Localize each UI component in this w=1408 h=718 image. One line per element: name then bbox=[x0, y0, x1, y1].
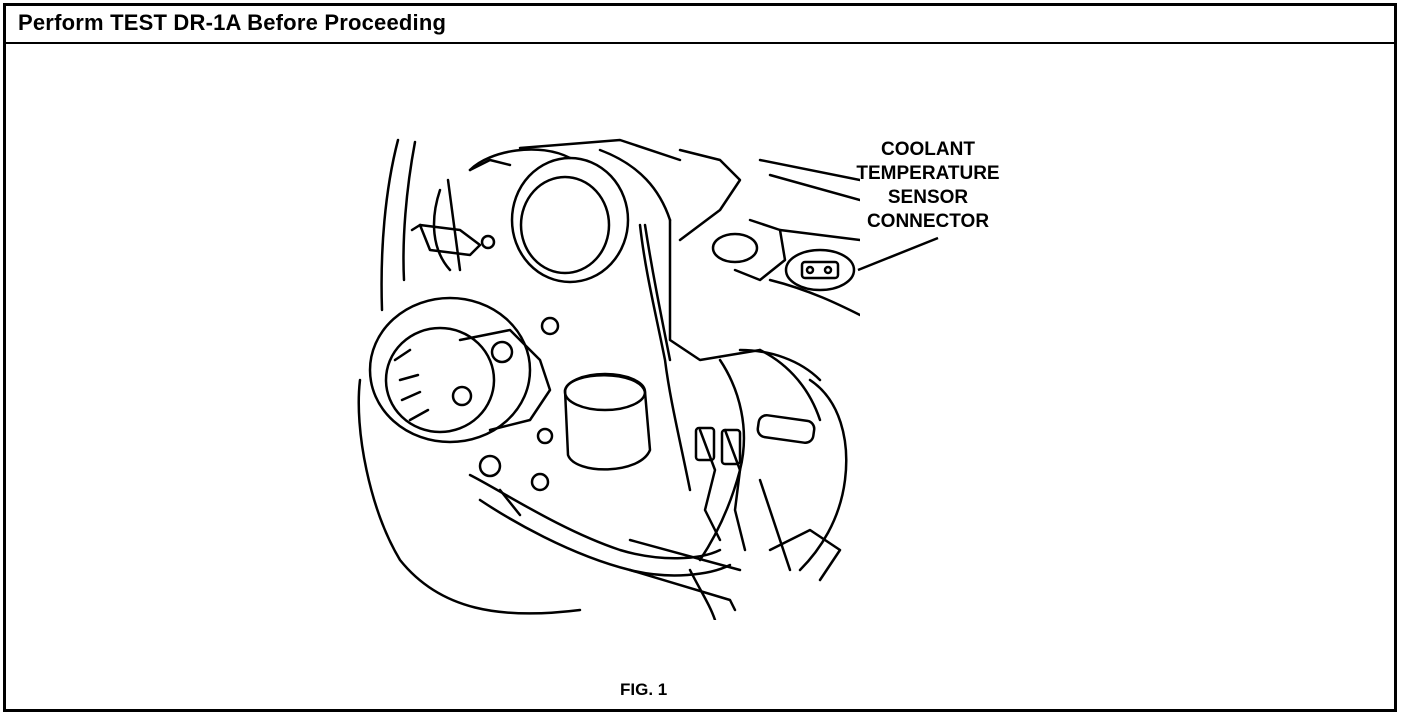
document-frame: Perform TEST DR-1A Before Proceeding bbox=[3, 3, 1397, 712]
page-title: Perform TEST DR-1A Before Proceeding bbox=[18, 10, 447, 35]
callout-line: CONNECTOR bbox=[866, 211, 990, 232]
engine-illustration bbox=[357, 138, 860, 620]
callout-line: TEMPERATURE bbox=[856, 163, 1000, 184]
page-header: Perform TEST DR-1A Before Proceeding bbox=[6, 6, 1394, 44]
callout-line: COOLANT bbox=[881, 139, 975, 160]
coolant-temperature-sensor-label: COOLANT TEMPERATURE SENSOR CONNECTOR bbox=[828, 138, 1028, 234]
figure-caption: FIG. 1 bbox=[620, 680, 668, 699]
callout-line: SENSOR bbox=[887, 187, 969, 208]
